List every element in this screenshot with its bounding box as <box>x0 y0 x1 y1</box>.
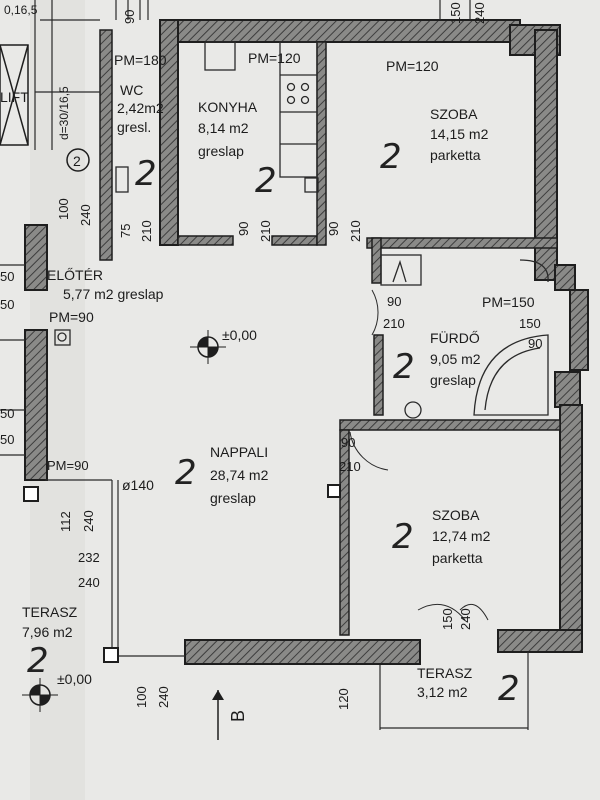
stair-number: 2 <box>73 153 81 169</box>
dim-150-top: 150 <box>448 2 463 24</box>
konyha-pm: PM=120 <box>248 50 301 66</box>
hand-mark-terasz1: 2 <box>27 641 49 681</box>
dim-240-door: 240 <box>458 608 473 630</box>
nappali-name: NAPPALI <box>210 444 268 460</box>
dim-50-b: 50 <box>0 297 14 312</box>
eloter-pm: PM=90 <box>49 309 94 325</box>
dim-210-szoba2: 210 <box>339 459 361 474</box>
furdo-name: FÜRDŐ <box>430 329 480 346</box>
szoba1-pm: PM=120 <box>386 58 439 74</box>
wc-pm: PM=180 <box>114 52 167 68</box>
dim-90-szoba2: 90 <box>341 435 355 450</box>
szoba2-name: SZOBA <box>432 507 480 523</box>
hand-mark-szoba1: 2 <box>380 137 402 177</box>
terasz2-area: 3,12 m2 <box>417 684 468 700</box>
furdo-floor: greslap <box>430 372 476 388</box>
hand-mark-konyha: 2 <box>255 161 277 201</box>
plan-lines <box>0 0 529 730</box>
dim-240-nappali: 240 <box>81 510 96 532</box>
dim-90-szoba1: 90 <box>326 222 341 236</box>
dim-232: 232 <box>78 550 100 565</box>
dim-240-terasz: 240 <box>78 575 100 590</box>
dim-240-terasz-v: 240 <box>156 686 171 708</box>
dim-90-konyha: 90 <box>236 222 251 236</box>
hand-mark-nappali: 2 <box>175 453 197 493</box>
nappali-column: ø140 <box>122 477 154 493</box>
konyha-floor: greslap <box>198 143 244 159</box>
dim-50-d: 50 <box>0 432 14 447</box>
terasz1-name: TERASZ <box>22 604 78 620</box>
dim-210-wc: 210 <box>139 220 154 242</box>
dim-100-terasz: 100 <box>134 686 149 708</box>
dim-50-a: 50 <box>0 269 14 284</box>
szoba1-name: SZOBA <box>430 106 478 122</box>
hand-mark-terasz2: 2 <box>498 669 520 709</box>
hand-mark-wc: 2 <box>135 154 157 194</box>
section-marker <box>212 690 224 740</box>
eloter-area: 5,77 m2 greslap <box>63 286 164 302</box>
wc-name: WC <box>120 82 143 98</box>
door-swings <box>349 289 489 621</box>
dim-240-top: 240 <box>472 2 487 24</box>
dim-150-door: 150 <box>440 608 455 630</box>
columns <box>23 484 341 663</box>
dim-120: 120 <box>336 688 351 710</box>
szoba1-area: 14,15 m2 <box>430 126 489 142</box>
furdo-pm: PM=150 <box>482 294 535 310</box>
exterior-walls <box>24 19 589 665</box>
hand-mark-szoba2: 2 <box>392 517 414 557</box>
nappali-area: 28,74 m2 <box>210 467 269 483</box>
section-label: B <box>228 710 248 722</box>
dim-240-eloter: 240 <box>78 204 93 226</box>
szoba2-floor: parketta <box>432 550 483 566</box>
dim-100-eloter: 100 <box>56 198 71 220</box>
lift-shaft <box>0 44 29 146</box>
kitchen-counter <box>204 41 319 193</box>
dim-90-furdo: 90 <box>387 294 401 309</box>
dim-90-top: 90 <box>122 10 137 24</box>
wc-floor: gresl. <box>117 119 151 135</box>
furdo-area: 9,05 m2 <box>430 351 481 367</box>
level-marker-main <box>190 330 226 364</box>
eloter-name: ELŐTÉR <box>47 267 103 283</box>
konyha-area: 8,14 m2 <box>198 120 249 136</box>
nappali-floor: greslap <box>210 490 256 506</box>
level-terrace: ±0,00 <box>57 671 92 687</box>
dim-75-wc: 75 <box>118 224 133 238</box>
dim-90-tub: 90 <box>528 336 542 351</box>
szoba2-area: 12,74 m2 <box>432 528 491 544</box>
dim-90-pm: PM=90 <box>47 458 89 473</box>
wc-area: 2,42m2 <box>117 100 164 116</box>
konyha-name: KONYHA <box>198 99 258 115</box>
stair-top-note: 0,16,5 <box>4 3 38 17</box>
stair-number-circle <box>66 148 90 172</box>
dim-50-c: 50 <box>0 406 14 421</box>
dim-210-furdo: 210 <box>383 316 405 331</box>
dim-150-furdo: 150 <box>519 316 541 331</box>
terasz1-area: 7,96 m2 <box>22 624 73 640</box>
terasz2-name: TERASZ <box>417 665 473 681</box>
bathroom-fixtures <box>54 166 549 419</box>
dim-210-szoba1: 210 <box>348 220 363 242</box>
level-main: ±0,00 <box>222 327 257 343</box>
dim-210-konyha: 210 <box>258 220 273 242</box>
dim-112: 112 <box>58 511 73 532</box>
szoba1-floor: parketta <box>430 147 481 163</box>
level-marker-terrace <box>22 678 58 712</box>
stair-note: d=30/16,5 <box>57 86 71 140</box>
interior-walls <box>99 29 561 636</box>
lift-label: LIFT <box>0 89 29 105</box>
hand-mark-furdo: 2 <box>393 347 415 387</box>
